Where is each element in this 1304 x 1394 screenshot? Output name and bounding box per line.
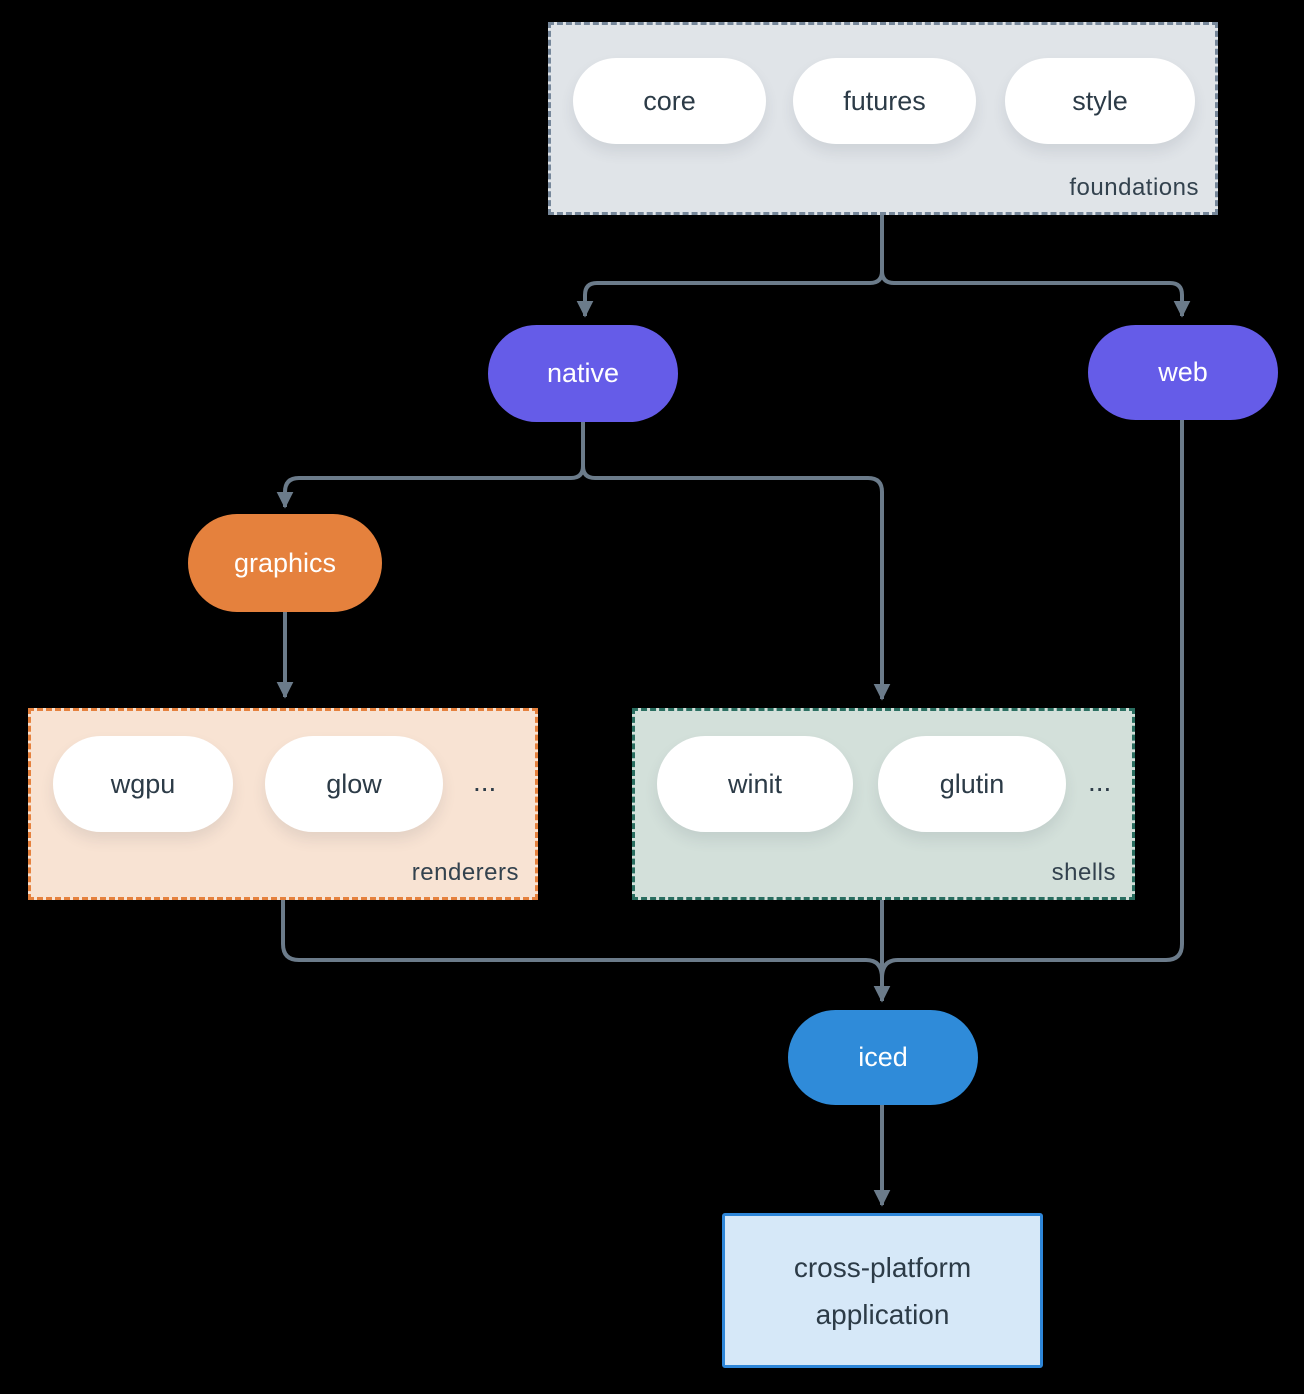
node-web: web [1088,325,1278,420]
node-iced-label: iced [858,1042,908,1072]
connector-native-to-shells [581,465,891,701]
renderers-ellipsis: ... [473,766,497,797]
node-core-label: core [643,85,696,116]
shells-group-label: shells [1051,859,1116,886]
connector-foundations-to-web [880,270,1191,318]
node-glutin: glutin [878,736,1066,832]
node-iced: iced [788,1010,978,1105]
node-style: style [1005,58,1195,144]
node-wgpu-label: wgpu [110,768,176,799]
node-futures: futures [793,58,976,144]
node-winit: winit [657,736,853,832]
node-style-label: style [1072,85,1128,116]
node-glow: glow [265,736,443,832]
renderers-group-box: wgpu glow ... renderers [28,708,538,900]
node-glutin-label: glutin [939,768,1005,799]
node-cross-platform-application-label: cross-platform application [793,1251,972,1330]
node-glow-label: glow [326,768,382,799]
node-cross-platform-application: cross-platform application [722,1213,1043,1368]
shells-group-box: winit glutin ... shells [632,708,1135,900]
node-web-label: web [1158,357,1208,387]
connector-renderers-to-iced [281,900,884,979]
node-graphics-label: graphics [233,547,337,578]
node-graphics: graphics [188,514,382,612]
node-core: core [573,58,766,144]
foundations-group-box: core futures style foundations [548,22,1218,215]
node-wgpu: wgpu [53,736,233,832]
node-native-label: native [546,358,620,388]
node-winit-label: winit [727,768,782,799]
renderers-group-label: renderers [411,859,519,886]
connector-native-to-graphics [276,422,585,509]
node-futures-label: futures [843,85,926,116]
node-native: native [488,325,678,422]
connector-foundations-to-native [576,215,884,318]
shells-ellipsis: ... [1088,766,1112,797]
foundations-group-label: foundations [1069,174,1199,201]
